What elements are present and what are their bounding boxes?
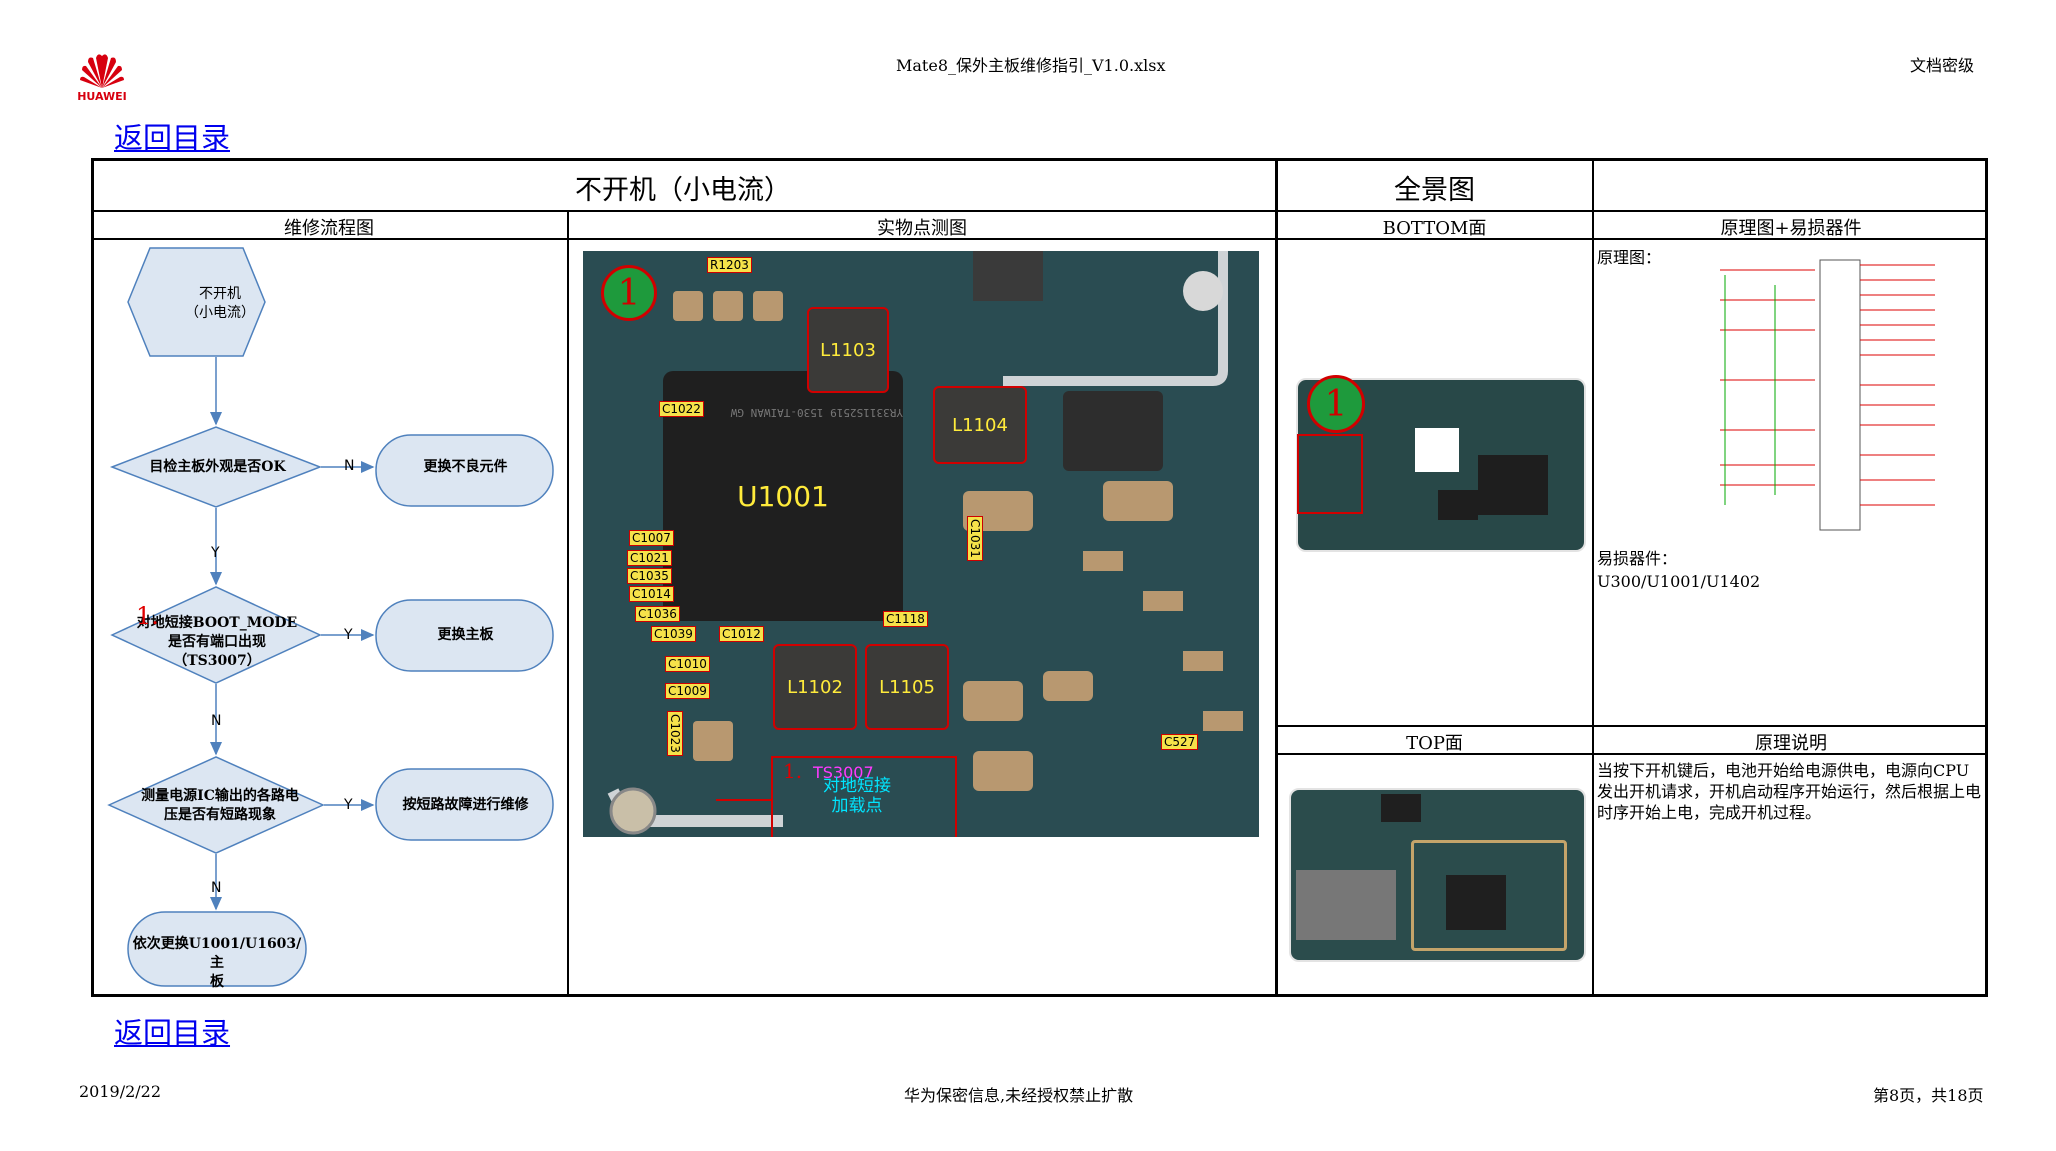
short-circuit-label: 测量电源IC输出的各路电压是否有短路现象 (141, 788, 299, 823)
action-replace-parts (375, 434, 554, 507)
back-to-contents-link-bottom[interactable]: 返回目录 (114, 1016, 231, 1050)
edge-label-n1: N (344, 458, 355, 474)
vulnerable-label: 易损器件： (1597, 549, 1678, 568)
ts3007-callout-box (771, 756, 957, 837)
chip-l1102: L1102 (773, 644, 857, 730)
panorama-title: 全景图 (1394, 175, 1475, 206)
repair-flowchart (107, 247, 554, 987)
edge-label-y3: Y (344, 797, 353, 813)
end-replace-ics (127, 911, 307, 987)
classification-label: 文档密级 (1910, 56, 1975, 75)
chip-l1104: L1104 (933, 386, 1027, 464)
cap-c527: C527 (1161, 734, 1199, 750)
edge-label-n3: N (211, 880, 222, 896)
bottom-marker: 1 (1307, 375, 1365, 433)
cap-c1039: C1039 (651, 626, 696, 642)
schematic-header: 原理图+易损器件 (1720, 218, 1862, 239)
edge-label-y1: Y (211, 545, 220, 561)
schematic-diagram (1720, 259, 1935, 531)
cap-c1014: C1014 (629, 586, 674, 602)
schematic-label: 原理图： (1597, 248, 1662, 267)
footer-page-number: 第8页，共18页 (1873, 1086, 1984, 1105)
start-node (127, 247, 266, 357)
cap-c1036: C1036 (635, 606, 680, 622)
ts3007-leader-line (716, 799, 772, 801)
start-node-label: 不开机（小电流） (185, 286, 255, 321)
cap-c1021: C1021 (627, 550, 672, 566)
footer-date: 2019/2/22 (79, 1082, 162, 1101)
callout-ts3007: TS3007 (813, 763, 874, 782)
footer-confidential: 华为保密信息,未经授权禁止扩散 (904, 1086, 1134, 1105)
cap-c1012: C1012 (719, 626, 764, 642)
bottom-highlight-box (1297, 434, 1363, 514)
edge-label-n2: N (211, 713, 222, 729)
action-short-repair (375, 768, 554, 841)
board-photo: 1 L1103 L1104 U1001 YR3311S2519 1530-TAI… (583, 251, 1259, 837)
edge-label-y2: Y (344, 627, 353, 643)
cap-c1022: C1022 (659, 401, 704, 417)
chip-u1001: U1001 (737, 479, 829, 513)
top-side-header: TOP面 (1406, 733, 1463, 754)
principle-text: 当按下开机键后，电池开始给电源供电，电源向CPU发出开机请求，开机启动程序开始运… (1597, 761, 1982, 822)
test-point-marker: 1 (601, 265, 657, 321)
photo-header: 实物点测图 (877, 218, 967, 239)
repair-table (91, 158, 1988, 997)
decision-visual-check (109, 426, 323, 508)
visual-check-label: 目检主板外观是否OK (149, 459, 286, 475)
action-replace-board (375, 599, 554, 672)
main-title: 不开机（小电流） (575, 175, 791, 206)
replace-parts-label: 更换不良元件 (423, 459, 508, 475)
chip-u1001-marking: YR3311S2519 1530-TAIWAN GW (730, 406, 903, 419)
huawei-logo: HUAWEI (76, 50, 128, 106)
cap-c1031: C1031 (967, 516, 983, 561)
back-to-contents-link[interactable]: 返回目录 (114, 121, 231, 155)
principle-header: 原理说明 (1755, 733, 1827, 754)
replace-ics-label: 依次更换U1001/U1603/主板 (132, 936, 302, 990)
chip-l1105: L1105 (865, 644, 949, 730)
brand-name: HUAWEI (77, 90, 127, 103)
cap-c1010: C1010 (665, 656, 710, 672)
cap-c1007: C1007 (629, 530, 674, 546)
bottom-side-header: BOTTOM面 (1382, 218, 1487, 239)
file-title: Mate8_保外主板维修指引_V1.0.xlsx (896, 56, 1166, 75)
chip-l1103: L1103 (807, 307, 889, 393)
flowchart-header: 维修流程图 (284, 218, 374, 239)
cap-r1203: R1203 (707, 257, 752, 273)
cap-c1009: C1009 (665, 683, 710, 699)
callout-desc: 对地短接加载点 (823, 776, 891, 816)
replace-board-label: 更换主板 (437, 627, 494, 643)
cap-c1035: C1035 (627, 568, 672, 584)
cap-c1118: C1118 (883, 611, 928, 627)
top-board-image (1289, 788, 1586, 962)
decision-boot-mode (110, 586, 322, 684)
decision-short-circuit (107, 756, 325, 854)
vulnerable-parts: U300/U1001/U1402 (1597, 572, 1761, 591)
step-number-1: 1. (136, 602, 159, 630)
short-repair-label: 按短路故障进行维修 (402, 797, 529, 813)
callout-number: 1. (783, 759, 803, 783)
bottom-board-image (1296, 378, 1586, 552)
cap-c1023: C1023 (667, 711, 683, 756)
